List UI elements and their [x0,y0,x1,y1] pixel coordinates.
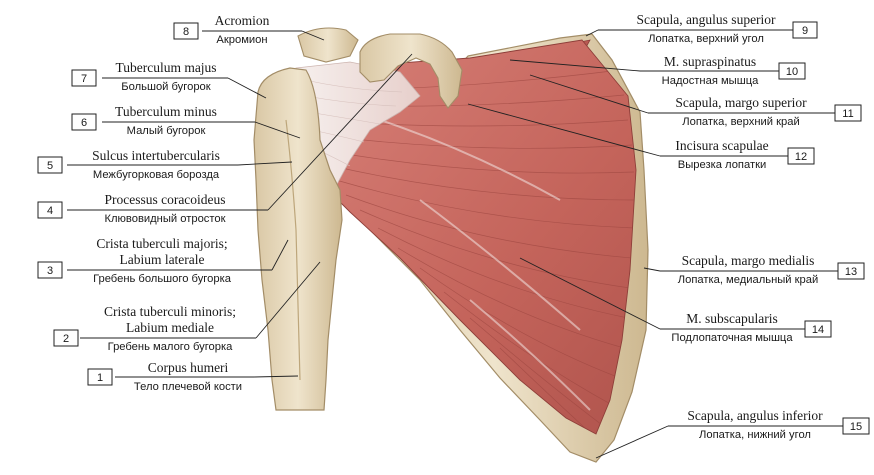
label-11: Scapula, margo superior Лопатка, верхний… [675,95,862,128]
label-7: 7 Tuberculum majus Большой бугорок [71,60,217,93]
acromion-bone [297,27,359,63]
label-russian: Лопатка, верхний край [682,116,799,128]
label-number: 13 [845,266,857,278]
label-number: 2 [63,333,69,345]
label-number-box [37,201,63,219]
label-latin: Processus coracoideus [104,192,225,207]
label-latin: Sulcus intertubercularis [92,148,220,163]
label-number: 3 [47,265,53,277]
label-latin-line2: Labium mediale [126,320,214,335]
coracoid-process-bone [359,33,463,109]
tendon-streaks [379,119,591,411]
label-latin: Tuberculum majus [115,60,216,75]
label-latin: M. subscapularis [686,311,778,326]
shoulder-illustration [253,27,649,463]
label-russian: Лопатка, нижний угол [699,429,811,441]
label-russian: Межбугорковая борозда [93,169,220,181]
label-3: 3 Crista tuberculi majoris; Labium later… [37,236,232,285]
label-latin: M. supraspinatus [664,54,756,69]
label-9: Scapula, angulus superior Лопатка, верхн… [636,12,818,45]
label-number: 4 [47,205,53,217]
label-number: 9 [802,25,808,37]
label-russian: Лопатка, медиальный край [678,274,819,286]
label-latin: Crista tuberculi majoris; [96,236,227,251]
label-latin: Scapula, margo medialis [682,253,815,268]
label-number-box [834,104,862,122]
label-latin: Acromion [215,13,270,28]
label-number: 8 [183,26,189,38]
label-13: Scapula, margo medialis Лопатка, медиаль… [678,253,865,286]
label-latin: Incisura scapulae [675,138,768,153]
label-latin: Scapula, angulus inferior [687,408,823,423]
label-number-box [792,21,818,39]
label-number: 1 [97,372,103,384]
label-number: 5 [47,160,53,172]
label-latin: Tuberculum minus [115,104,217,119]
label-russian: Клювовидный отросток [104,213,225,225]
label-latin: Scapula, angulus superior [636,12,776,27]
label-number-box [87,368,113,386]
label-latin: Corpus humeri [148,360,229,375]
label-latin: Scapula, margo superior [675,95,807,110]
label-number-box [842,417,870,435]
label-latin: Crista tuberculi minoris; [104,304,236,319]
label-number: 7 [81,73,87,85]
label-number: 14 [812,324,824,336]
label-russian: Гребень малого бугорка [108,341,233,353]
label-number-box [837,262,865,280]
label-number-box [37,156,63,174]
label-6: 6 Tuberculum minus Малый бугорок [71,104,217,137]
label-russian: Тело плечевой кости [134,381,242,393]
label-number-box [53,329,79,347]
label-10: M. supraspinatus Надостная мышца 10 [662,54,806,87]
label-russian: Лопатка, верхний угол [648,33,764,45]
muscle-fibers [315,69,635,434]
label-russian: Акромион [216,34,267,46]
label-2: 2 Crista tuberculi minoris; Labium media… [53,304,236,353]
label-russian: Большой бугорок [121,81,210,93]
label-number-box [71,69,97,87]
label-14: M. subscapularis Подлопаточная мышца 14 [671,311,832,344]
label-1: 1 Corpus humeri Тело плечевой кости [87,360,242,393]
label-number-box [173,22,199,40]
label-number: 6 [81,117,87,129]
label-number: 12 [795,151,807,163]
label-russian: Надостная мышца [662,75,759,87]
label-15: Scapula, angulus inferior Лопатка, нижни… [687,408,870,441]
label-russian: Подлопаточная мышца [671,332,793,344]
label-number-box [71,113,97,131]
label-number: 15 [850,421,862,433]
label-number-box [778,62,806,80]
label-russian: Гребень большого бугорка [93,273,232,285]
label-latin-line2: Labium laterale [119,252,204,267]
label-number: 10 [786,66,798,78]
label-12: Incisura scapulae Вырезка лопатки 12 [675,138,815,171]
leader-lines [67,29,843,459]
label-russian: Вырезка лопатки [678,159,766,171]
label-number-box [37,261,63,279]
label-number-box [787,147,815,165]
label-number: 11 [842,108,853,120]
label-8: 8 Acromion Акромион [173,13,270,46]
label-5: 5 Sulcus intertubercularis Межбугорковая… [37,148,220,181]
label-russian: Малый бугорок [127,125,206,137]
label-number-box [804,320,832,338]
label-4: 4 Processus coracoideus Клювовидный отро… [37,192,226,225]
